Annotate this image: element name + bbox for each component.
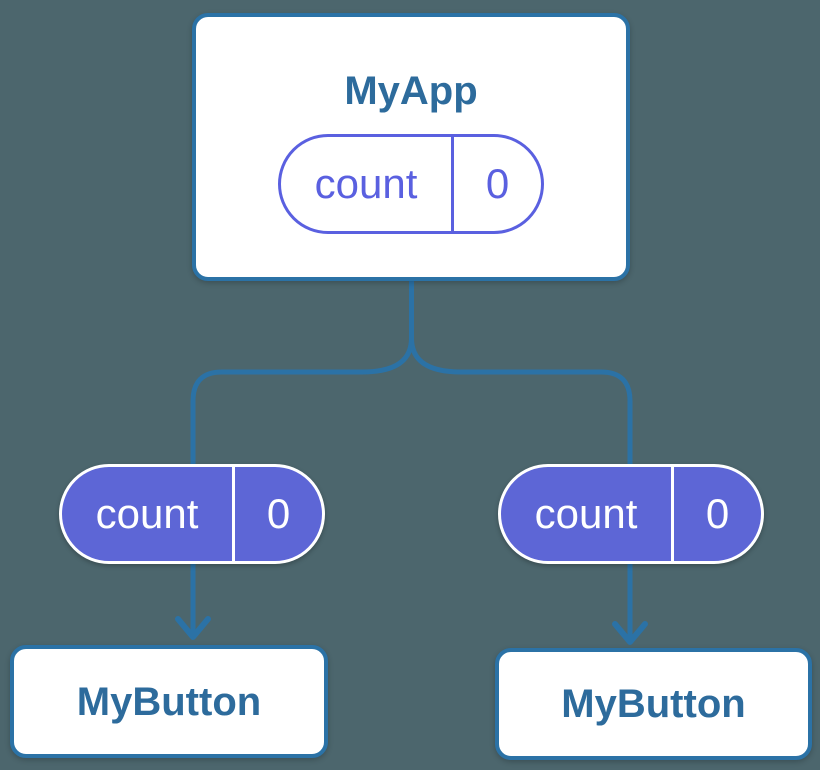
prop-value: 0 <box>266 490 291 537</box>
prop-label: count <box>95 490 199 537</box>
component-card-mybutton-left: MyButton <box>10 645 328 758</box>
component-title: MyButton <box>76 679 262 724</box>
state-pill-root: count 0 <box>278 134 544 234</box>
connector-root-to-left-child <box>190 280 414 636</box>
prop-label: count <box>534 490 638 537</box>
prop-pill-right-child: count 0 <box>498 464 764 564</box>
arrow-down-icon <box>175 616 211 640</box>
component-card-mybutton-right: MyButton <box>495 648 812 760</box>
state-label: count <box>314 160 418 207</box>
prop-pill-left-child: count 0 <box>59 464 325 564</box>
pill-divider <box>451 137 454 231</box>
component-title: MyApp <box>344 69 478 113</box>
component-title: MyButton <box>561 682 746 726</box>
pill-divider <box>671 467 674 561</box>
component-card-myapp: MyApp count 0 <box>192 13 630 281</box>
prop-value: 0 <box>705 490 730 537</box>
state-value: 0 <box>485 160 510 207</box>
connector-root-to-right-child <box>409 337 633 641</box>
arrow-down-icon <box>612 621 648 645</box>
pill-divider <box>232 467 235 561</box>
